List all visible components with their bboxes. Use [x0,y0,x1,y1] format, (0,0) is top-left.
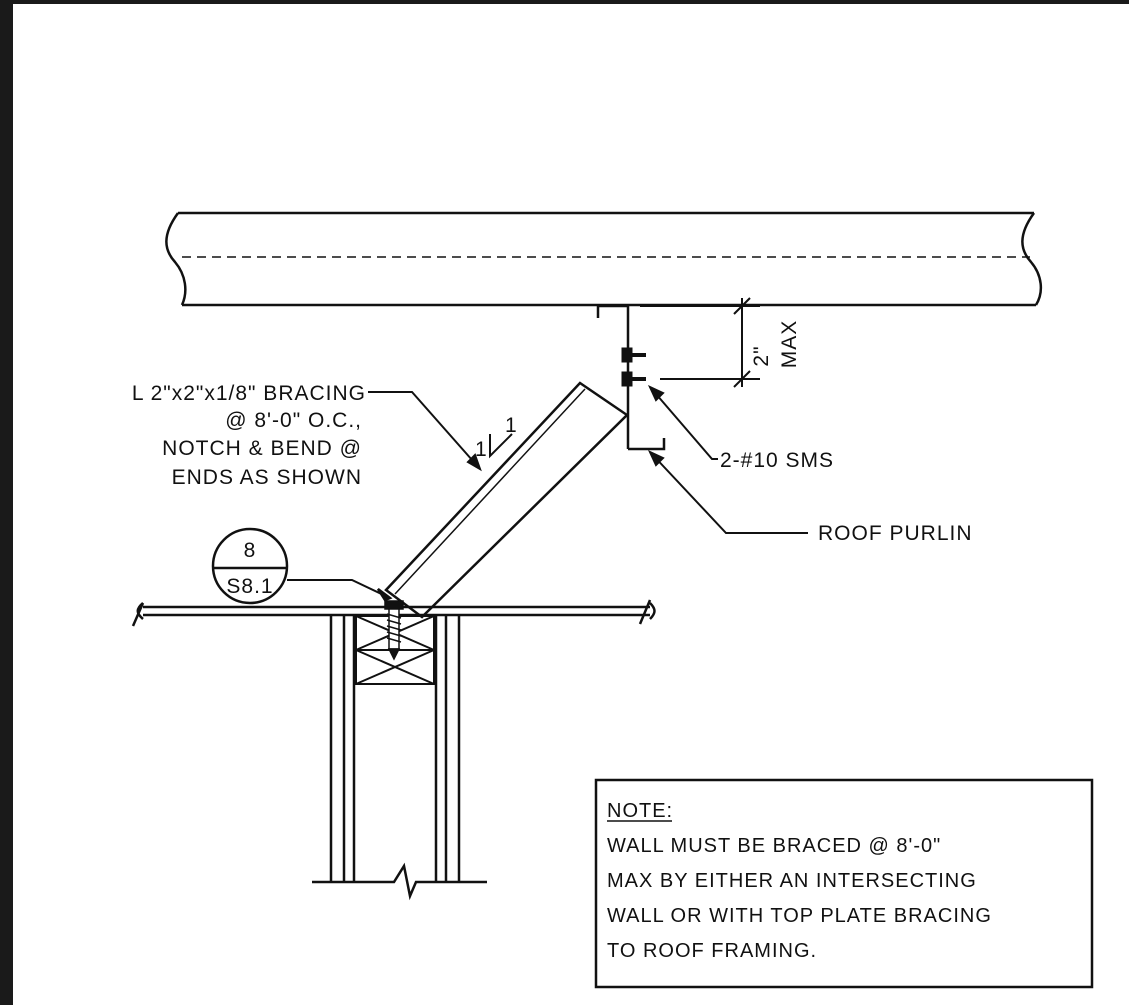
lag-screw-threads [386,613,402,643]
top-border [0,0,1129,4]
bracing-label-line-1: L 2"x2"x1/8" BRACING [132,382,366,405]
dimension-value: 2" [750,345,773,366]
top-plate-right-break [638,599,656,625]
bracing-label-line-4: ENDS AS SHOWN [172,466,362,489]
callout-detail-number: 8 [244,539,257,562]
blocking-lower-cross-b [355,649,435,685]
bracing-leader-line [368,391,481,470]
purlin-leader-line [649,451,808,534]
roof-member [165,211,1043,307]
callout-leader [287,579,391,599]
section-callout [211,527,393,605]
screw-head-lower [621,371,633,387]
slope-rise: 1 [505,414,518,437]
note-frame [594,778,1094,989]
purlin-label: ROOF PURLIN [818,522,973,545]
screw-heads [621,347,646,387]
note-line-4: TO ROOF FRAMING. [607,940,817,962]
note-line-3: WALL OR WITH TOP PLATE BRACING [607,905,992,927]
dimension-tick-lower [733,370,751,388]
callout-circle [211,527,289,605]
left-border [0,0,13,1005]
lag-screw [384,600,404,661]
top-plate-left-break [131,602,145,627]
note-heading: NOTE: [607,800,673,822]
callout-sheet-number: S8.1 [226,575,273,598]
fastener-leader-arrowhead [647,384,665,402]
screw-head-upper [621,347,633,363]
slope-mark [489,433,513,459]
fastener-leader-line [649,386,718,460]
purlin-top-lip [596,304,628,318]
note-line-1: WALL MUST BE BRACED @ 8'-0" [607,835,941,857]
purlin-leader-arrowhead [647,449,665,467]
fastener-leader [647,384,718,460]
callout-arrowhead [376,588,393,602]
purlin-leader [647,449,808,534]
brace-leg-line [394,388,586,595]
max-dimension [640,297,760,388]
bracing-leader [368,391,482,472]
bracing-label-line-2: @ 8'-0" O.C., [225,409,362,432]
wall-studs [312,615,487,901]
slope-triangle [489,433,513,459]
right-break-line [1021,212,1043,306]
lag-screw-tip [387,648,401,661]
note-line-2: MAX BY EITHER AN INTERSECTING [607,870,977,892]
bracing-label-line-3: NOTCH & BEND @ [162,437,362,460]
dimension-tick-upper [733,297,751,315]
slope-run: 1 [475,438,488,461]
purlin-bottom-flange [628,438,666,451]
lag-screw-head [384,600,404,610]
wall-bottom-break-line [312,862,487,901]
bracing-leader-arrowhead [466,453,482,472]
fastener-label: 2-#10 SMS [720,449,834,472]
note-box: NOTE: WALL MUST BE BRACED @ 8'-0" MAX BY… [594,778,1094,989]
left-break-line [165,212,187,306]
dimension-qualifier: MAX [778,320,801,369]
